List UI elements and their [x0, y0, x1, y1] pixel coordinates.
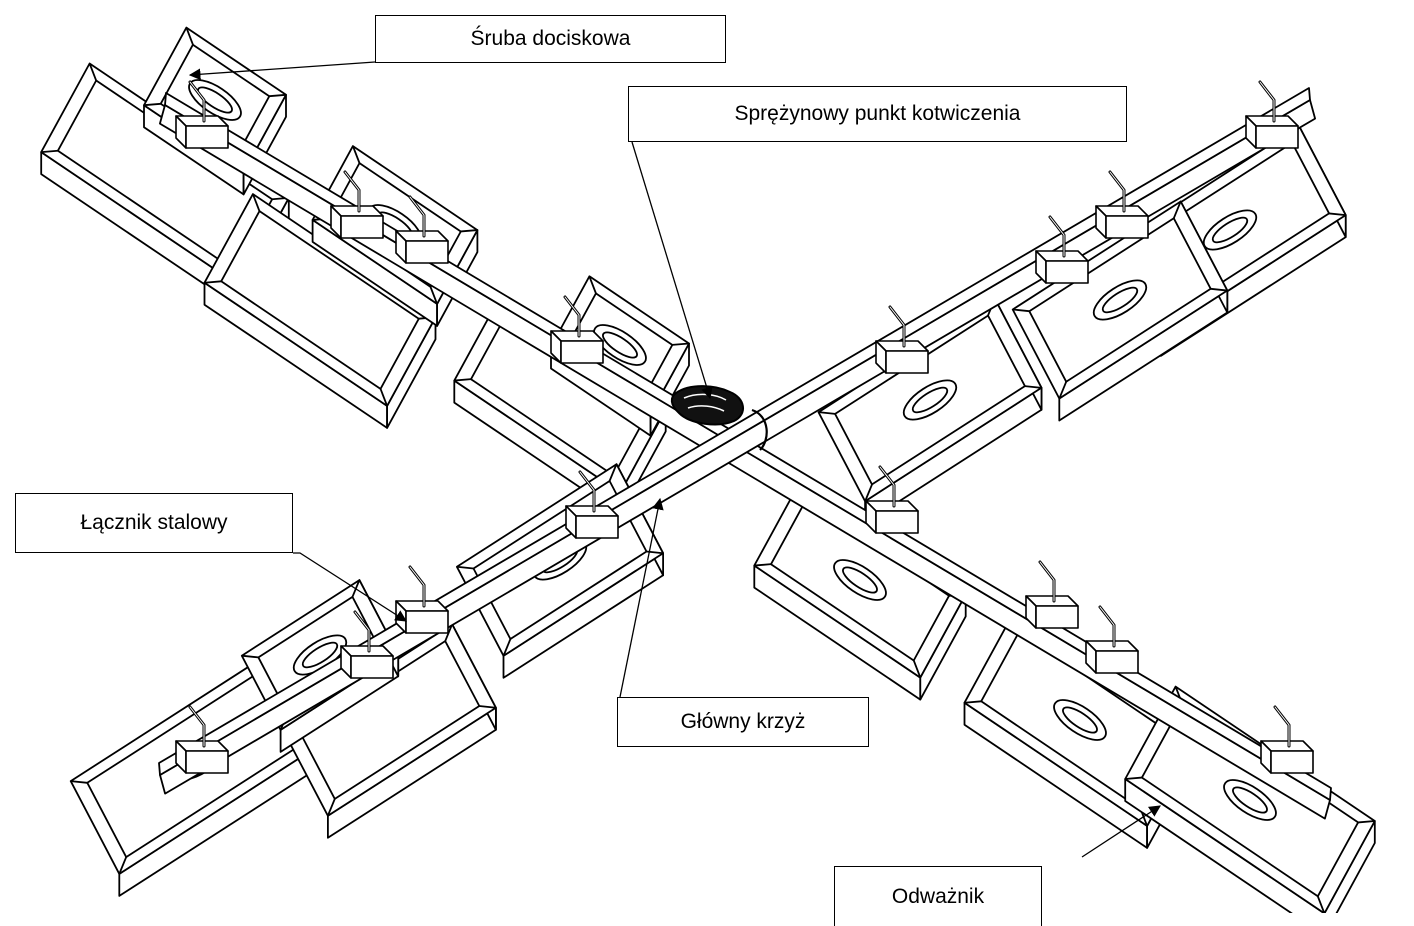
- leader-sruba: [188, 61, 376, 81]
- clamp-sw-4: [175, 705, 229, 774]
- label-sruba-dociskowa: Śruba dociskowa: [375, 15, 726, 63]
- leader-odwaznik: [1081, 805, 1161, 858]
- label-glowny-krzyz: Główny krzyż: [617, 697, 869, 747]
- label-odwaznik: Odważnik: [834, 866, 1042, 926]
- weight-nw-3: [203, 193, 437, 429]
- clamp-se-4: [1260, 705, 1314, 774]
- clamp-ne-1: [1245, 80, 1299, 149]
- clamp-nw-4: [550, 295, 604, 364]
- weight-se-1: [753, 481, 967, 701]
- clamp-ne-4: [875, 305, 929, 374]
- leader-lacznik: [293, 552, 407, 622]
- clamp-se-1: [865, 465, 919, 534]
- weight-ne-3: [817, 297, 1043, 525]
- weight-se-3: [1124, 685, 1376, 913]
- spring-anchor-point: [670, 385, 768, 451]
- clamp-sw-1: [565, 470, 619, 539]
- clamp-sw-3: [340, 610, 394, 679]
- clamp-ne-3: [1035, 215, 1089, 284]
- label-sprezynowy-punkt-kotwiczenia: Sprężynowy punkt kotwiczenia: [628, 86, 1127, 142]
- label-lacznik-stalowy: Łącznik stalowy: [15, 493, 293, 553]
- leader-glowny: [619, 497, 664, 698]
- clamp-nw-2: [330, 170, 384, 239]
- clamp-sw-2: [395, 565, 449, 634]
- clamp-nw-1: [175, 80, 229, 149]
- leader-lines: [188, 61, 1161, 858]
- weight-ne-2: [1011, 200, 1229, 422]
- clamp-ne-2: [1095, 170, 1149, 239]
- clamp-se-2: [1025, 560, 1079, 629]
- clamp-nw-3: [395, 195, 449, 264]
- clamp-se-3: [1085, 605, 1139, 674]
- clamp-screws: [175, 80, 1314, 774]
- leader-sprezynowy: [631, 141, 713, 400]
